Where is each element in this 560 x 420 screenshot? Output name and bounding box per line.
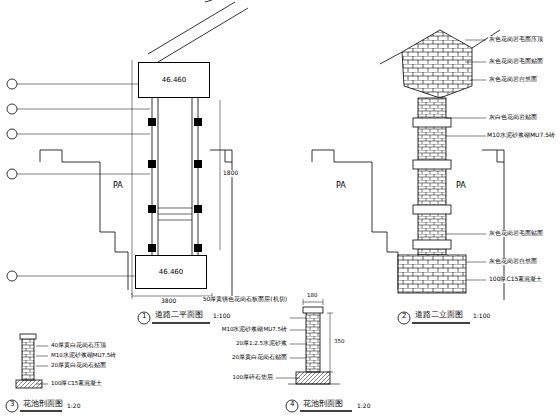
drawing-label: PA: [112, 182, 124, 191]
elevation-box: 46.460: [135, 255, 207, 289]
drawing-label: M10水泥砂浆砌MU7.5砖: [221, 326, 288, 332]
drawing-label: 1800: [222, 170, 239, 177]
drawing-label: 100厚C15素混凝土: [50, 380, 103, 386]
elevation-box: 46.460: [138, 62, 210, 98]
elevation-text: 46.460: [159, 268, 184, 276]
drawing-label: 3800: [160, 298, 177, 305]
drawing-label: 1:100: [472, 313, 491, 320]
drawing-label: 20厚黄白花岗石贴面: [231, 354, 288, 360]
drawing-label: 灰色花岗岩毛面压顶: [488, 36, 544, 43]
drawing-label: 20厚黄白花岗石贴面: [50, 362, 107, 368]
drawing-label: 50厚黄锈色花岗石板面层(机切): [202, 296, 288, 303]
drawing-label: 100厚C15素混凝土: [488, 276, 543, 283]
drawing-label: 灰色花岗岩毛面贴面: [488, 58, 544, 65]
drawing-label: 3: [9, 401, 15, 409]
drawing-label: M10水泥砂浆砌MU7.5砖: [486, 132, 556, 139]
drawing-label: 花池剖面图: [22, 400, 64, 409]
drawing-label: 灰色花岗岩毛面贴面: [488, 230, 544, 237]
drawing-label: M10水泥砂浆砌MU7.5砖: [50, 352, 117, 358]
drawing-label: 4: [289, 401, 295, 409]
drawing-label: 1:100: [212, 313, 231, 320]
drawing-label: 灰色花岗岩自然面: [488, 76, 538, 83]
drawing-label: 道路二立面图: [414, 311, 464, 320]
drawing-label: 灰白色花岗岩贴面: [488, 114, 538, 121]
drawing-label: 100厚碎石垫层: [232, 374, 275, 380]
drawing-label: PA: [335, 182, 347, 191]
drawing-label: 2: [401, 313, 407, 321]
drawing-label: 180: [306, 292, 319, 298]
drawing-label: 1:20: [356, 403, 371, 410]
drawing-label: PA: [455, 182, 467, 191]
drawing-label: 道路二平面图: [154, 311, 204, 320]
drawing-label: 20厚1:2.5水泥砂浆: [235, 340, 288, 346]
elevation-text: 46.460: [162, 76, 187, 84]
drawing-label: 40厚黄白花岗石压顶: [50, 342, 107, 348]
drawing-label: 1: [141, 313, 147, 321]
drawing-label: 350: [333, 338, 346, 344]
drawing-label: 灰色花岗岩自然面: [488, 258, 538, 265]
drawing-label: 1:20: [66, 403, 81, 410]
drawing-label: 花池剖面图: [302, 400, 344, 409]
